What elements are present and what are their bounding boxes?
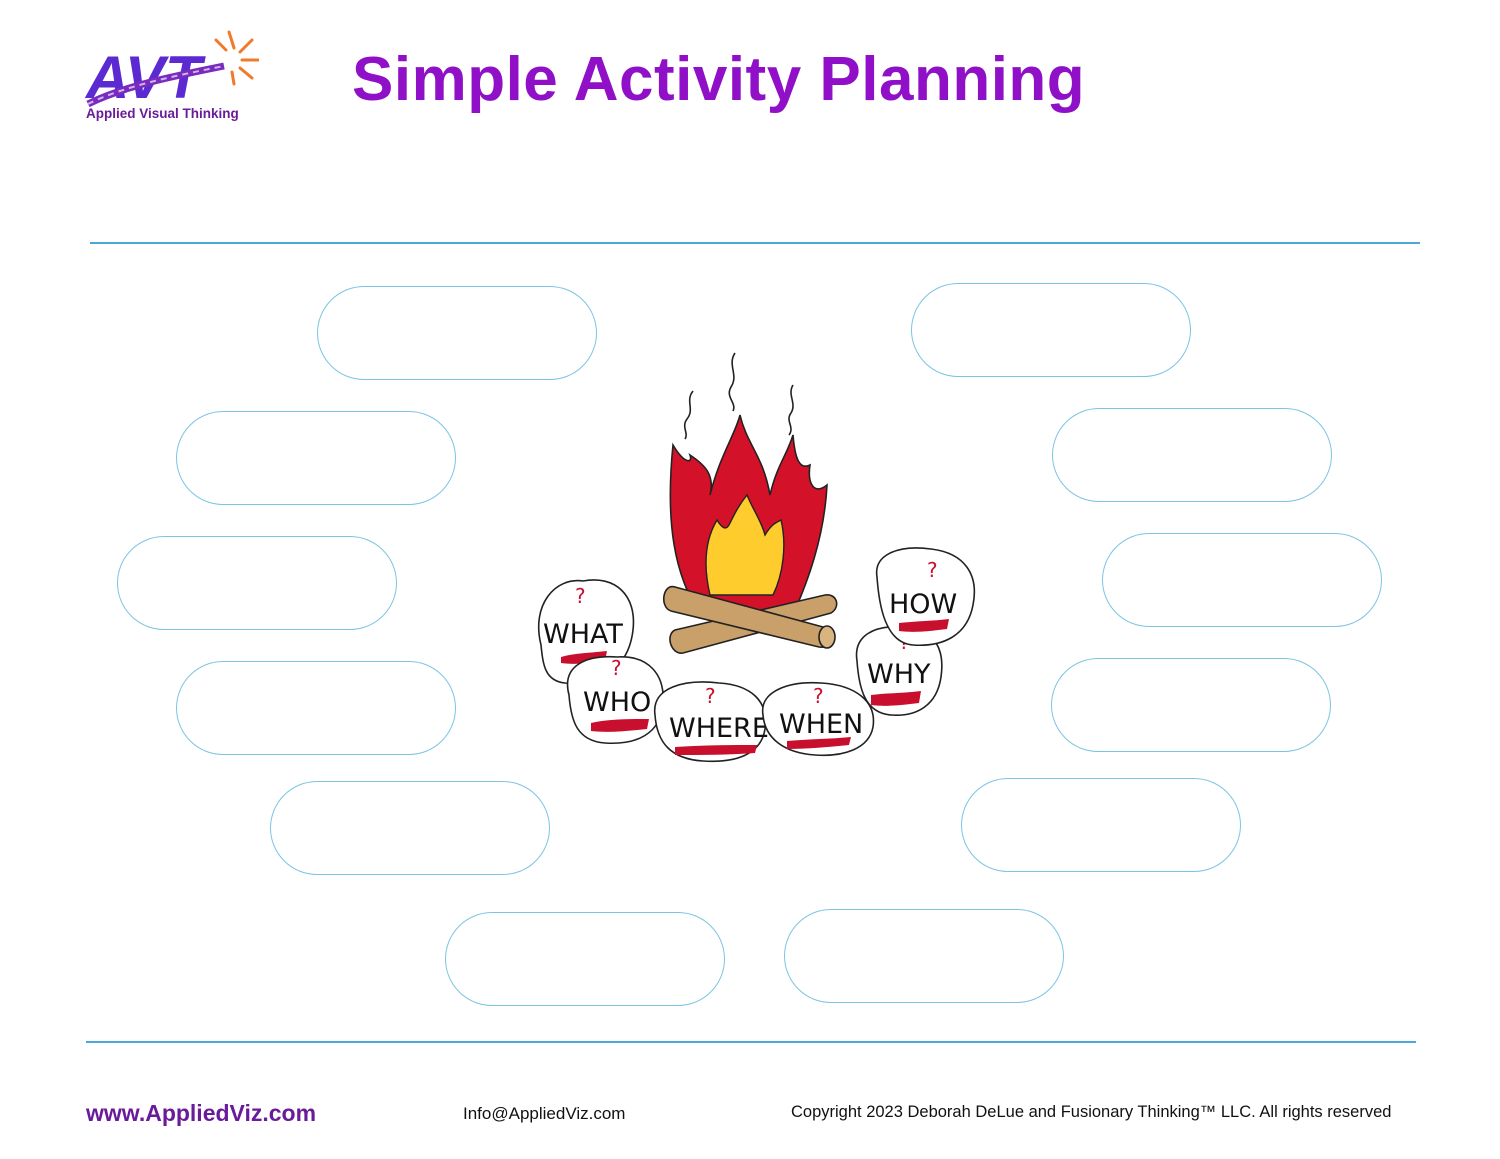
page-title: Simple Activity Planning (352, 45, 1086, 114)
stone-who: ? WHO (566, 655, 664, 745)
logo-caption: Applied Visual Thinking (86, 106, 239, 121)
stone-where-label: WHERE (669, 713, 769, 744)
smoke-icon (683, 352, 794, 440)
footer-website-link[interactable]: www.AppliedViz.com (86, 1100, 317, 1126)
stone-what-label: WHAT (543, 619, 623, 650)
planning-bubble-bottom-right[interactable] (784, 909, 1064, 1003)
stone-who-label: WHO (583, 687, 651, 718)
sunburst-icon (214, 30, 259, 86)
stone-when: ? WHEN (761, 681, 875, 757)
stone-when-mark: ? (813, 684, 824, 708)
stone-how: ? HOW (875, 547, 975, 647)
planning-bubble-left-3[interactable] (117, 536, 397, 630)
planning-bubble-right-4[interactable] (1051, 658, 1331, 752)
stone-how-label: HOW (889, 589, 957, 620)
planning-bubble-right-5[interactable] (961, 778, 1241, 872)
stone-how-mark: ? (927, 558, 938, 582)
planning-bubble-right-2[interactable] (1052, 408, 1332, 502)
avt-logo: AVT (84, 30, 259, 111)
planning-bubble-right-3[interactable] (1102, 533, 1382, 627)
inner-flame-icon (705, 493, 785, 596)
stone-why-label: WHY (867, 659, 931, 690)
stone-when-label: WHEN (779, 709, 863, 740)
logs-icon (663, 585, 838, 654)
top-divider (90, 242, 1420, 244)
stone-what-mark: ? (575, 584, 586, 608)
campfire-illustration: ? WHAT ? WHO ? WHERE ? WHEN ? WHY ? HOW (537, 352, 975, 763)
planning-bubble-left-1[interactable] (317, 286, 597, 380)
stone-where-mark: ? (705, 684, 716, 708)
footer-copyright: Copyright 2023 Deborah DeLue and Fusiona… (791, 1103, 1392, 1121)
stone-who-mark: ? (611, 656, 622, 680)
stone-why: ? WHY (855, 625, 943, 716)
planning-bubble-left-4[interactable] (176, 661, 456, 755)
footer-email-link[interactable]: Info@AppliedViz.com (463, 1104, 626, 1123)
planning-bubble-left-5[interactable] (270, 781, 550, 875)
planning-bubble-left-2[interactable] (176, 411, 456, 505)
bottom-divider (86, 1041, 1416, 1043)
planning-bubble-right-1[interactable] (911, 283, 1191, 377)
stone-where: ? WHERE (654, 681, 769, 763)
planning-bubble-bottom-left[interactable] (445, 912, 725, 1006)
